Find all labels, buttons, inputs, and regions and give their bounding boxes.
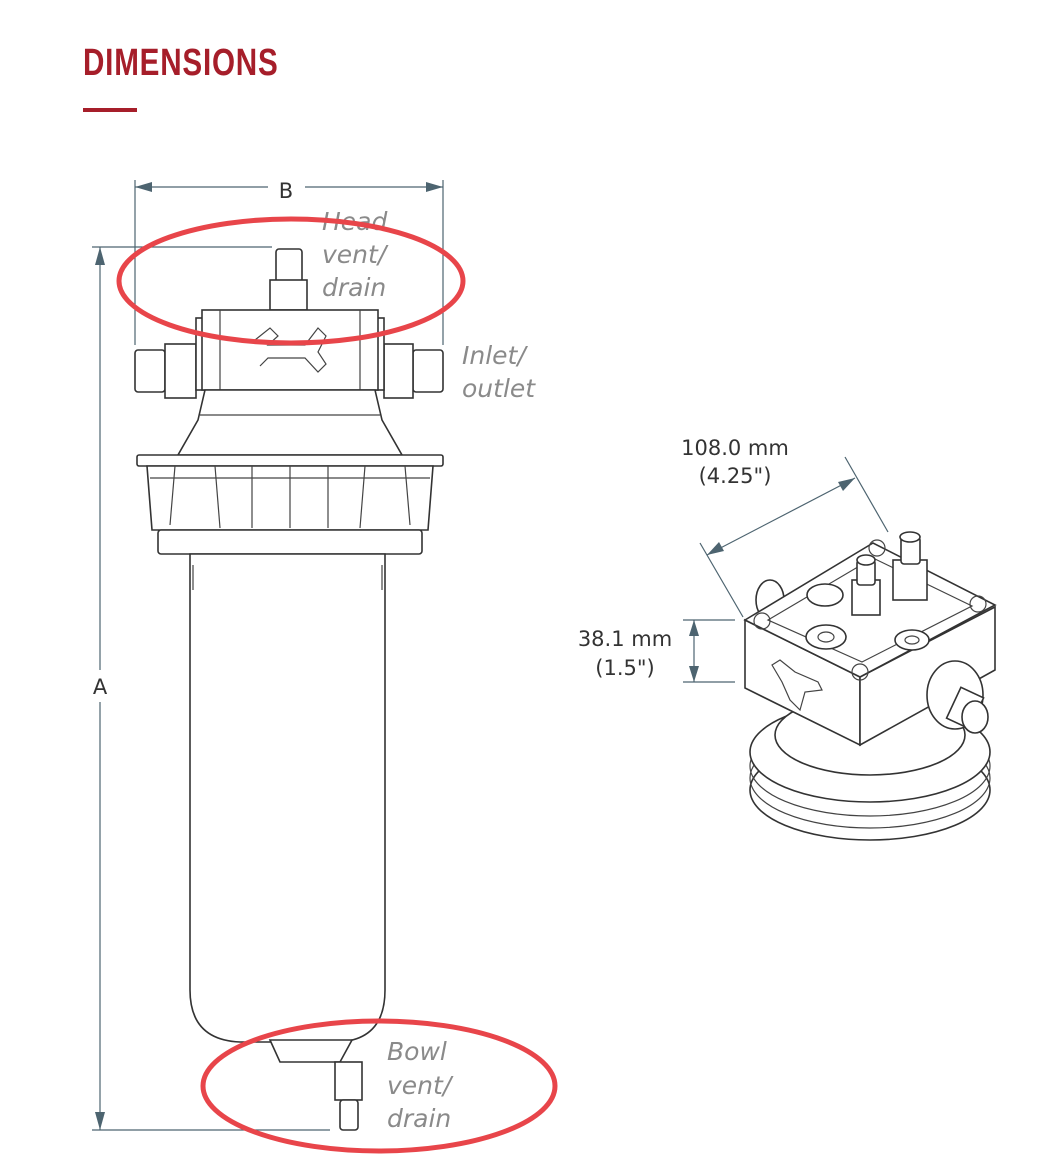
filter-housing-side-view	[134, 248, 444, 1131]
height-imperial-label: (1.5")	[595, 656, 654, 680]
dimension-b-label: B	[279, 179, 293, 203]
svg-text:drain: drain	[322, 273, 386, 302]
svg-text:Inlet/: Inlet/	[462, 341, 528, 370]
title-underline	[83, 108, 137, 112]
dimension-a: A	[92, 246, 330, 1131]
height-metric-label: 38.1 mm	[578, 627, 672, 651]
dimension-b: B	[134, 179, 444, 345]
svg-text:outlet: outlet	[462, 374, 536, 403]
svg-text:Bowl: Bowl	[387, 1037, 447, 1066]
dimension-height-iso: 38.1 mm (1.5")	[578, 619, 735, 683]
filter-head-iso-view	[743, 531, 997, 841]
dimension-a-label: A	[93, 675, 108, 699]
width-imperial-label: (4.25")	[699, 464, 772, 488]
svg-text:drain: drain	[387, 1104, 451, 1133]
dimension-width-iso: 108.0 mm (4.25")	[681, 436, 889, 618]
highlight-head-vent	[116, 216, 466, 346]
svg-text:vent/: vent/	[322, 240, 389, 269]
callout-bowl-vent-drain: Bowl vent/ drain	[387, 1037, 454, 1133]
highlight-bowl-vent	[200, 1018, 558, 1154]
page-title: DIMENSIONS	[83, 42, 279, 84]
callout-inlet-outlet: Inlet/ outlet	[462, 341, 536, 403]
svg-text:vent/: vent/	[387, 1071, 454, 1100]
width-metric-label: 108.0 mm	[681, 436, 789, 460]
